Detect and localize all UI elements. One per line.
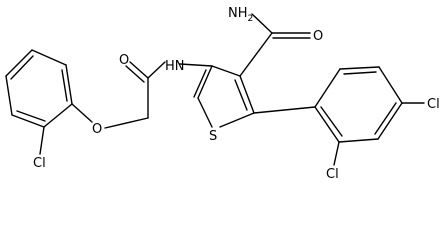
chlorine-label-left: Cl: [33, 156, 46, 171]
nh-label: HN: [165, 59, 185, 74]
molecule-diagram: NH2 O HN O S O Cl Cl Cl: [5, 6, 440, 182]
carbonyl-oxygen-label: O: [119, 53, 129, 68]
atom-labels: NH2 O HN O S O Cl Cl Cl: [33, 6, 440, 182]
sulfur-label: S: [209, 129, 217, 144]
amide-oxygen-label: O: [313, 29, 323, 44]
amide-nh2-label: NH2: [228, 6, 253, 24]
chlorine-label-ortho: Cl: [326, 167, 339, 182]
chlorine-label-para: Cl: [427, 97, 440, 112]
ether-oxygen-label: O: [92, 122, 102, 137]
bonds: [5, 13, 425, 166]
